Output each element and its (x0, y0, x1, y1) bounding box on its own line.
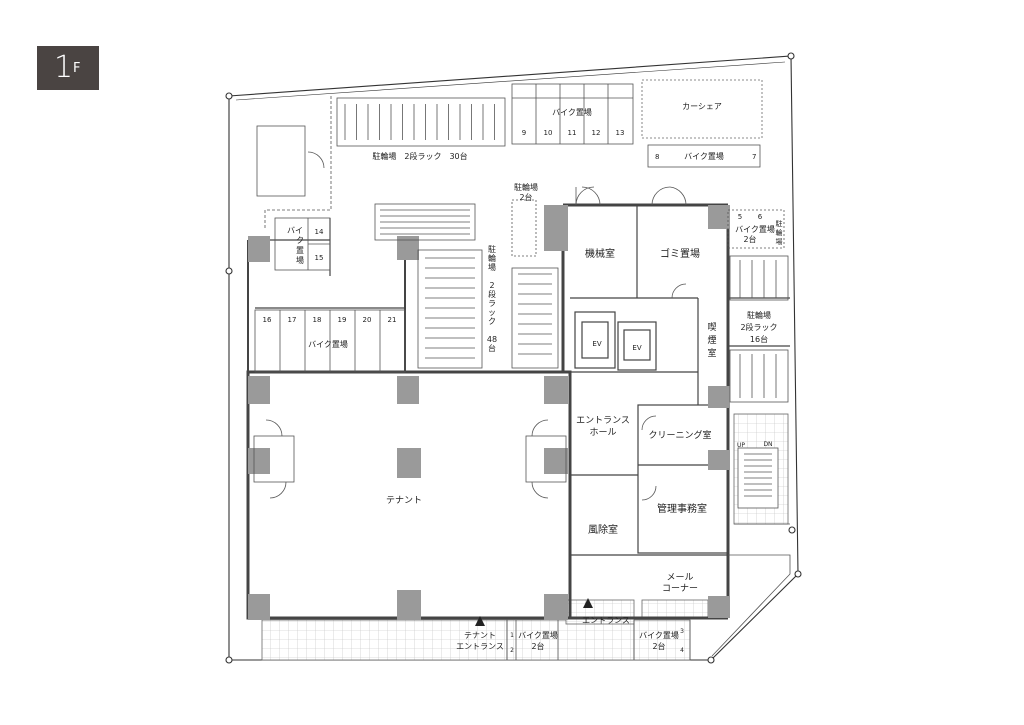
bicycle-rack-48-char: 駐 (488, 244, 496, 254)
bicycle-rack-16-a: 駐輪場 (747, 310, 771, 320)
bike-14-15-d: 場 (296, 255, 304, 265)
floor-number: 1 (54, 50, 74, 85)
bike-14-15-c: 置 (296, 246, 304, 255)
entrance-arrows (475, 598, 593, 626)
bike-5-6-label: バイク置場 (735, 224, 775, 234)
bicycle-rack-48-char: 場 (488, 262, 496, 272)
floor-unit: F (73, 61, 81, 76)
rack-right (727, 209, 789, 403)
bike-no-13: 13 (616, 129, 625, 137)
walls (246, 203, 790, 620)
entrance-hall-b: ホール (589, 427, 616, 438)
bike-bottom-mid-a: バイク置場 (518, 630, 558, 640)
bike-bottom-right-a: バイク置場 (639, 630, 679, 640)
bicycle-rack-top (336, 97, 506, 147)
stair (737, 447, 779, 509)
bike-no-11: 11 (568, 129, 577, 137)
bike-no-2: 2 (510, 647, 514, 654)
bike-14-15-b: ク (296, 236, 304, 245)
smoking-1: 喫 (707, 321, 716, 333)
bike-no-8: 8 (655, 153, 659, 161)
stair-dn: DN (763, 441, 772, 448)
bicycle-rack-48-char: ラ (488, 299, 496, 308)
bicycle-right-2: 輪 (776, 228, 783, 237)
bicycle-2-count: 2台 (519, 192, 532, 202)
bicycle-rack-48-char: ッ (488, 308, 496, 317)
bicycle-rack-48-char: 2 (489, 281, 494, 290)
bike-no-12: 12 (592, 129, 601, 137)
smoking-3: 室 (707, 347, 716, 359)
bike-5-6-count: 2台 (743, 234, 756, 244)
bike-14-15-a: バイ (287, 226, 303, 235)
entrance-hall-a: エントランス (576, 415, 630, 426)
bicycle-right-3: 場 (776, 237, 783, 246)
bike-parking-top-label: バイク置場 (552, 107, 592, 117)
management-label: 管理事務室 (657, 502, 707, 515)
bike-no-5: 5 (738, 213, 742, 221)
stair-up: UP (737, 442, 745, 449)
bike-no-15: 15 (315, 254, 324, 262)
entrance-label: エントランス (582, 616, 630, 625)
right-wedge (711, 523, 791, 657)
rack-center-columns (417, 199, 559, 369)
bicycle-rack-48 (374, 203, 476, 241)
garbage-label: ゴミ置場 (660, 247, 700, 260)
dividers-bottom (506, 620, 691, 660)
windbreak-label: 風除室 (588, 523, 618, 536)
bike-no-17: 17 (288, 316, 297, 324)
bicycle-rack-30-label: 駐輪場 2段ラック 30台 (372, 151, 467, 161)
mail-b: コーナー (662, 583, 698, 594)
bike-no-21: 21 (388, 316, 397, 324)
ev-2: EV (632, 344, 641, 352)
bike-no-3: 3 (680, 628, 684, 635)
floor-badge: 1 F (37, 46, 99, 90)
bike-parking-left (254, 309, 406, 373)
rack-rows (425, 257, 552, 359)
car-share-label: カーシェア (682, 102, 722, 111)
ev-1: EV (592, 340, 601, 348)
paving (261, 413, 789, 661)
smoking-2: 煙 (707, 335, 716, 346)
bike-no-16: 16 (263, 316, 272, 324)
bicycle-rack-48-char: 段 (488, 289, 496, 299)
bicycle-rack-48-char: 台 (488, 343, 496, 353)
labels: バイク置場 9 10 11 12 13 カーシェア 8 バイク置場 7 駐輪場 … (263, 102, 783, 654)
bike-no-18: 18 (313, 316, 322, 324)
bike-no-7: 7 (752, 153, 756, 161)
bike-parking-8-7-label: バイク置場 (684, 151, 724, 161)
bike-no-1: 1 (510, 632, 514, 639)
bicycle-right-1: 駐 (776, 219, 783, 228)
bicycle-rack-16-b: 2段ラック (740, 322, 777, 332)
bike-no-9: 9 (522, 129, 526, 137)
bike-no-10: 10 (544, 129, 553, 137)
site-boundary (225, 52, 802, 664)
bike-bottom-mid-b: 2台 (531, 641, 544, 651)
bicycle-rack-48-char: ク (488, 317, 496, 326)
bike-parking-8-7 (647, 144, 761, 168)
tenant-entrance-b: エントランス (456, 642, 504, 651)
doors (253, 151, 687, 501)
cleaning-label: クリーニング室 (648, 429, 711, 441)
bike-parking-left-label: バイク置場 (308, 339, 348, 349)
machine-room-label: 機械室 (585, 247, 615, 260)
bicycle-rack-48-char: 48 (487, 335, 497, 344)
bike-no-19: 19 (338, 316, 347, 324)
car-share-area (641, 79, 763, 139)
columns (248, 205, 730, 620)
mail-a: メール (666, 573, 693, 583)
parking-box (256, 125, 306, 197)
bicycle-rack-48-char: 輪 (488, 253, 496, 263)
bike-no-6: 6 (758, 213, 763, 221)
bike-parking-top (511, 83, 634, 145)
tenant-entrance-a: テナント (464, 631, 496, 640)
bike-no-20: 20 (363, 316, 372, 324)
bicycle-rack-16-c: 16台 (750, 334, 768, 344)
tenant-label: テナント (386, 495, 422, 506)
bicycle-2-label: 駐輪場 (514, 182, 538, 192)
bike-bottom-right-b: 2台 (652, 641, 665, 651)
bike-no-4: 4 (680, 647, 684, 654)
dashed-boundary (264, 96, 332, 228)
bike-no-14: 14 (315, 228, 324, 236)
